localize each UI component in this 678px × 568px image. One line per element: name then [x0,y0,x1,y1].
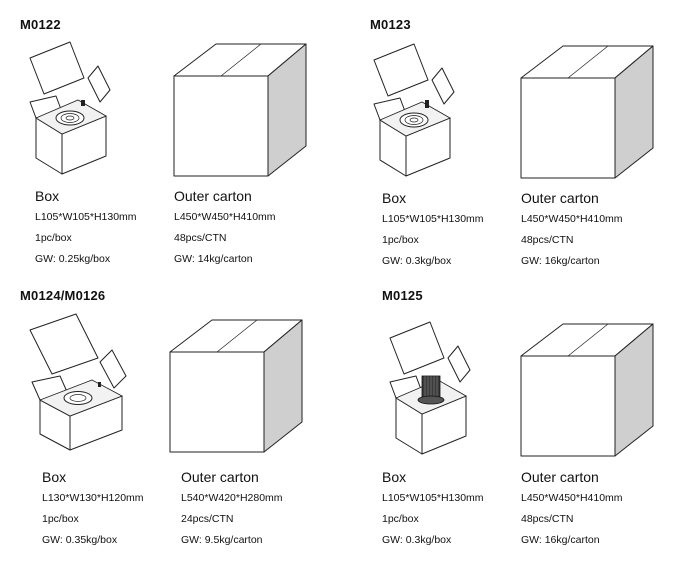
carton-quantity: 24pcs/CTN [181,513,234,525]
box-title: Box [35,188,60,204]
box-dimensions: L105*W105*H130mm [382,213,484,225]
carton-box-icon [169,319,303,453]
box-gross-weight: GW: 0.35kg/box [42,534,118,546]
box-dimensions: L105*W105*H130mm [382,492,484,504]
carton-gross-weight: GW: 16kg/carton [521,255,600,267]
box-quantity: 1pc/box [42,513,79,525]
box-title: Box [42,469,67,485]
carton-dimensions: L540*W420*H280mm [181,492,283,504]
carton-title: Outer carton [521,190,599,206]
carton-quantity: 48pcs/CTN [521,513,574,525]
carton-title: Outer carton [521,469,599,485]
model-title-m0122: M0122 [20,17,61,32]
carton-title: Outer carton [174,188,252,204]
box-gross-weight: GW: 0.3kg/box [382,534,452,546]
carton-dimensions: L450*W450*H410mm [521,213,623,225]
box-gross-weight: GW: 0.25kg/box [35,253,111,265]
open-box-icon [389,321,471,455]
box-title: Box [382,190,407,206]
carton-dimensions: L450*W450*H410mm [521,492,623,504]
box-title: Box [382,469,407,485]
box-dimensions: L105*W105*H130mm [35,211,137,223]
carton-title: Outer carton [181,469,259,485]
carton-dimensions: L450*W450*H410mm [174,211,276,223]
model-title-m0124-m0126: M0124/M0126 [20,288,106,303]
open-box-icon [29,41,111,175]
box-quantity: 1pc/box [382,513,419,525]
carton-quantity: 48pcs/CTN [174,232,227,244]
carton-gross-weight: GW: 16kg/carton [521,534,600,546]
carton-box-icon [520,45,654,179]
box-dimensions: L130*W130*H120mm [42,492,144,504]
carton-gross-weight: GW: 14kg/carton [174,253,253,265]
open-box-icon [29,313,127,451]
box-gross-weight: GW: 0.3kg/box [382,255,452,267]
model-title-m0123: M0123 [370,17,411,32]
carton-gross-weight: GW: 9.5kg/carton [181,534,263,546]
box-quantity: 1pc/box [35,232,72,244]
model-title-m0125: M0125 [382,288,423,303]
carton-box-icon [520,323,654,457]
carton-quantity: 48pcs/CTN [521,234,574,246]
box-quantity: 1pc/box [382,234,419,246]
carton-box-icon [173,43,307,177]
open-box-icon [373,43,455,177]
